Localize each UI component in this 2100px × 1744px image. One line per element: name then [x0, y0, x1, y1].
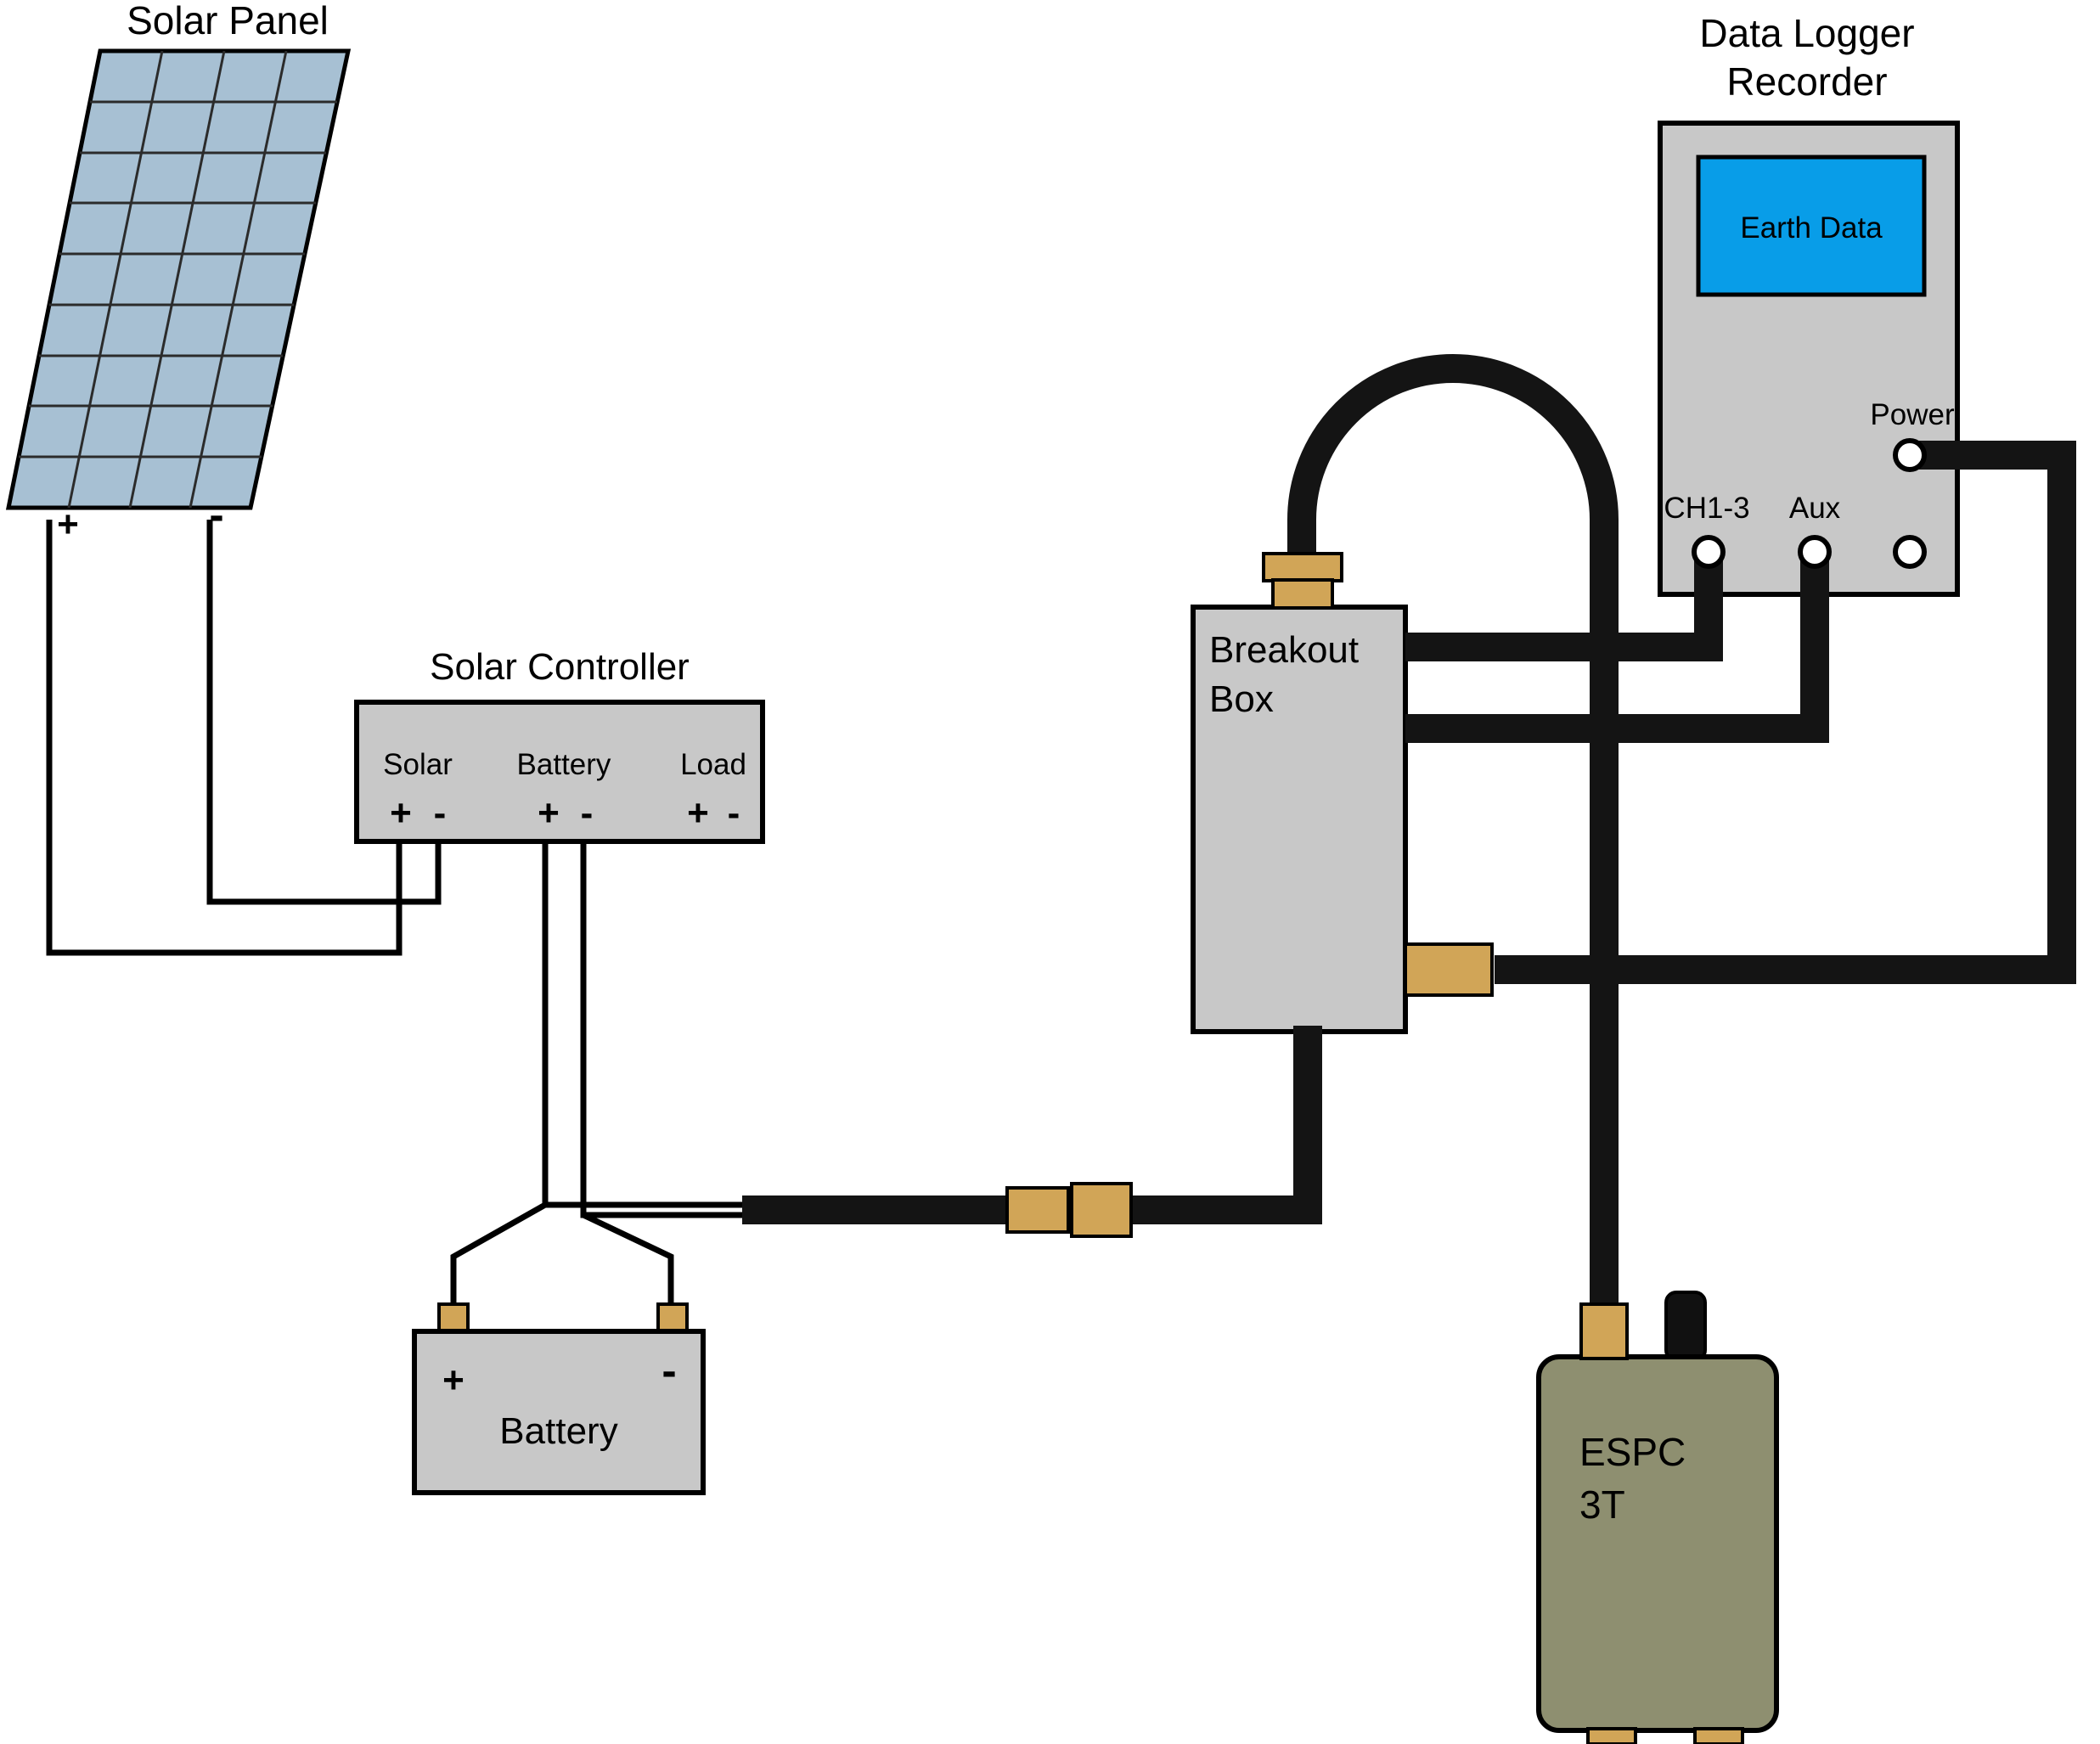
- solar-panel-minus-label: -: [209, 491, 223, 540]
- solar-controller-box: [354, 700, 765, 844]
- battery-label: Battery: [499, 1410, 617, 1452]
- data-logger-screen: [1696, 155, 1927, 297]
- solar-controller-group: Solar Controller Solar + - Battery + - L…: [354, 646, 765, 844]
- battery-box: [412, 1329, 706, 1495]
- wire-battery-minus: [580, 842, 744, 1304]
- breakout-box-label-line2: Box: [1209, 678, 1274, 720]
- terminal-minus: -: [581, 792, 594, 834]
- power-port: [1893, 438, 1927, 472]
- breakout-right-connector: [1404, 942, 1494, 997]
- terminal-label: Load: [680, 748, 746, 781]
- espc-label-line1: ESPC: [1579, 1430, 1686, 1474]
- espc-bottom-connector-left: [1586, 1727, 1637, 1744]
- terminal-minus: -: [728, 792, 740, 834]
- espc-label-line2: 3T: [1579, 1482, 1625, 1527]
- aux-port: [1798, 535, 1832, 569]
- breakout-box-label-line1: Breakout: [1209, 629, 1359, 671]
- battery-terminal-plus: [437, 1302, 470, 1335]
- data-logger-group: Data Logger Recorder Earth Data Power CH…: [1658, 11, 1960, 597]
- spare-port: [1893, 535, 1927, 569]
- espc-black-connector: [1664, 1291, 1707, 1362]
- cable-breakout-to-espc-arc: [1287, 354, 1619, 1314]
- battery-group: + - Battery: [412, 1302, 706, 1495]
- inline-cable-connector-right: [1070, 1182, 1133, 1238]
- cable-power-to-breakout: [1495, 441, 2076, 984]
- wire-solar-plus: [46, 520, 403, 956]
- terminal-label: Solar: [383, 748, 453, 781]
- terminal-plus: +: [390, 792, 412, 834]
- espc-group: ESPC 3T: [1536, 1291, 1779, 1744]
- breakout-top-connector-body: [1271, 578, 1334, 610]
- cable-battery-to-breakout: [742, 1026, 1322, 1224]
- data-logger-title-line1: Data Logger: [1699, 11, 1914, 55]
- aux-label: Aux: [1789, 492, 1841, 525]
- wire-solar-minus: [206, 520, 442, 905]
- espc-box: [1536, 1354, 1779, 1733]
- controller-terminal-solar: Solar + -: [383, 748, 453, 834]
- breakout-top-connector-head: [1262, 552, 1343, 582]
- inline-cable-connector-left: [1005, 1186, 1070, 1234]
- espc-bottom-connector-right: [1693, 1727, 1744, 1744]
- breakout-box: [1191, 605, 1408, 1034]
- solar-panel-group: Solar Panel + -: [5, 0, 352, 545]
- terminal-plus: +: [687, 792, 709, 834]
- battery-minus-label: -: [662, 1347, 676, 1396]
- data-logger-title-line2: Recorder: [1726, 59, 1887, 104]
- terminal-plus: +: [538, 792, 560, 834]
- solar-controller-title: Solar Controller: [430, 646, 690, 688]
- solar-panel-plus-label: +: [57, 504, 79, 545]
- solar-panel-title: Solar Panel: [127, 0, 329, 42]
- solar-panel-grid: [19, 50, 337, 509]
- espc-top-connector: [1579, 1302, 1629, 1360]
- power-label: Power: [1870, 398, 1955, 431]
- battery-plus-label: +: [442, 1359, 464, 1401]
- ch1-3-port: [1692, 535, 1726, 569]
- wire-battery-plus: [450, 842, 744, 1304]
- battery-terminal-minus: [656, 1302, 689, 1335]
- breakout-box-group: Breakout Box: [1191, 605, 1408, 1034]
- terminal-minus: -: [434, 792, 447, 834]
- screen-text: Earth Data: [1740, 211, 1883, 245]
- cable-breakout-to-aux: [1405, 556, 1829, 743]
- controller-terminal-load: Load + -: [680, 748, 746, 834]
- controller-terminal-battery: Battery + -: [517, 748, 611, 834]
- terminal-label: Battery: [517, 748, 611, 781]
- ch1-3-label: CH1-3: [1664, 492, 1749, 525]
- cable-breakout-to-ch1-3: [1405, 556, 1723, 661]
